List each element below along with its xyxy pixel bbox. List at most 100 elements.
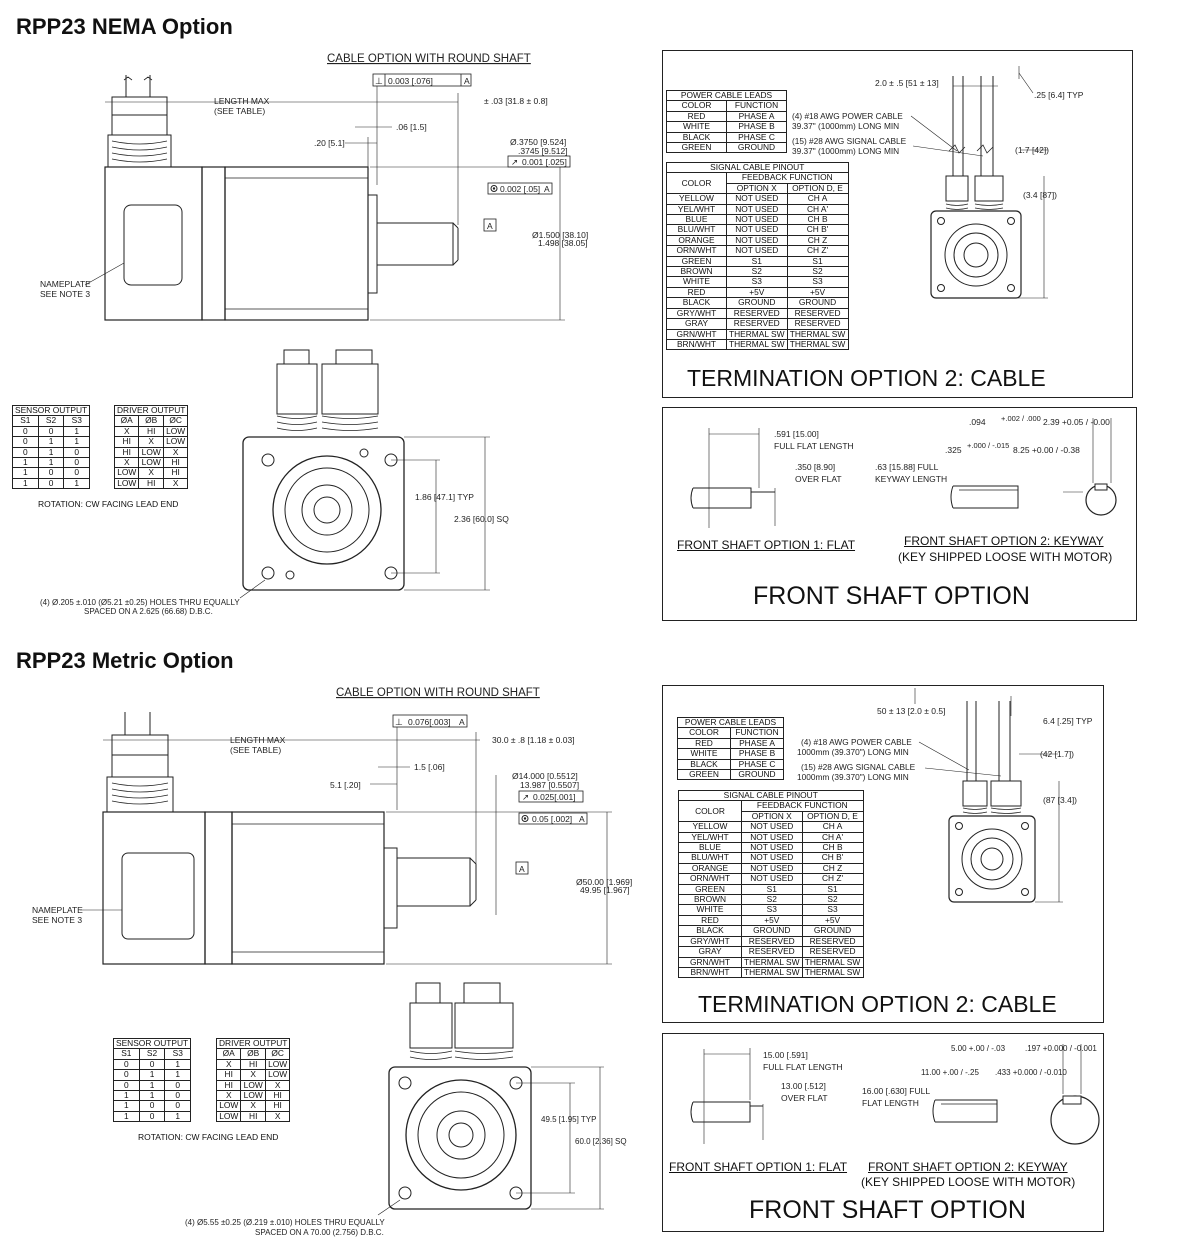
svg-text:+.000 / -.015: +.000 / -.015 [967, 441, 1009, 450]
nema-shaft-caption: FRONT SHAFT OPTION [753, 582, 1030, 610]
nema-side-view-drawing: CABLE OPTION WITH ROUND SHAFT ⊥ 0.003 [.… [40, 53, 588, 321]
svg-text:0.025[.001]: 0.025[.001] [533, 792, 576, 802]
metric-shaft-opt1: FRONT SHAFT OPTION 1: FLAT [669, 1160, 848, 1174]
svg-text:A: A [544, 184, 550, 194]
svg-text:A: A [464, 76, 470, 86]
metric-front-view-drawing: 49.5 [1.95] TYP 60.0 [2.36] SQ (4) Ø5.55… [185, 982, 627, 1237]
svg-text:(4) #18 AWG POWER CABLE: (4) #18 AWG POWER CABLE [792, 111, 903, 121]
nema-holes-note: (4) Ø.205 ±.010 (Ø5.21 ±0.25) HOLES THRU… [40, 598, 240, 607]
svg-text:↗: ↗ [511, 157, 518, 167]
svg-text:.433 +0.000 / -0.010: .433 +0.000 / -0.010 [995, 1068, 1067, 1077]
svg-text:SPACED ON A 2.625 (66.68) D.B.: SPACED ON A 2.625 (66.68) D.B.C. [84, 607, 213, 616]
svg-text:⊥: ⊥ [375, 76, 383, 86]
nema-datum-a: A [487, 221, 493, 231]
svg-text:(SEE TABLE): (SEE TABLE) [214, 106, 265, 116]
svg-text:1000mm (39.370") LONG MIN: 1000mm (39.370") LONG MIN [797, 772, 909, 782]
svg-text:39.37" (1000mm) LONG MIN: 39.37" (1000mm) LONG MIN [792, 121, 899, 131]
svg-text:.25 [6.4] TYP: .25 [6.4] TYP [1034, 90, 1084, 100]
svg-text:(4) #18 AWG POWER CABLE: (4) #18 AWG POWER CABLE [801, 737, 912, 747]
nema-rotation-note: ROTATION: CW FACING LEAD END [38, 499, 179, 509]
svg-text:KEYWAY LENGTH: KEYWAY LENGTH [875, 474, 947, 484]
nema-shaft-opt1: FRONT SHAFT OPTION 1: FLAT [677, 538, 856, 552]
svg-text:FLAT LENGTH: FLAT LENGTH [862, 1098, 919, 1108]
metric-termination-caption: TERMINATION OPTION 2: CABLE [698, 991, 1057, 1017]
svg-text:13.00 [.512]: 13.00 [.512] [781, 1081, 826, 1091]
svg-text:0.05 [.002]: 0.05 [.002] [532, 814, 572, 824]
metric-pilot-dia: Ø50.00 [1.969] [576, 877, 632, 887]
metric-shaft-caption: FRONT SHAFT OPTION [749, 1196, 1026, 1224]
svg-text:(42 [1.7]): (42 [1.7]) [1040, 749, 1074, 759]
metric-length-max: LENGTH MAX [230, 735, 286, 745]
svg-text:(3.4 [87]): (3.4 [87]) [1023, 190, 1057, 200]
svg-text:5.1 [.20]: 5.1 [.20] [330, 780, 361, 790]
nema-shaft-panel: .591 [15.00] FULL FLAT LENGTH .350 [8.90… [662, 407, 1137, 621]
svg-text:0.002 [.05]: 0.002 [.05] [500, 184, 540, 194]
svg-text:FULL FLAT LENGTH: FULL FLAT LENGTH [763, 1062, 843, 1072]
nema-bolt-circle: 1.86 [47.1] TYP [415, 492, 474, 502]
svg-text:.350 [8.90]: .350 [8.90] [795, 462, 835, 472]
svg-text:13.987 [0.5507]: 13.987 [0.5507] [520, 780, 579, 790]
metric-nameplate: NAMEPLATE [32, 905, 83, 915]
nema-front-view-drawing: 1.86 [47.1] TYP 2.36 [60.0] SQ (4) Ø.205… [40, 349, 509, 616]
nema-shaft-opt2: FRONT SHAFT OPTION 2: KEYWAY [904, 534, 1104, 548]
nema-drawing-title: CABLE OPTION WITH ROUND SHAFT [327, 53, 531, 65]
metric-shaft-drawing: 15.00 [.591] FULL FLAT LENGTH 13.00 [.51… [690, 1044, 1100, 1145]
nema-section-title: RPP23 NEMA Option [16, 14, 233, 39]
svg-text:.06 [1.5]: .06 [1.5] [396, 122, 427, 132]
nema-termination-caption: TERMINATION OPTION 2: CABLE [687, 365, 1046, 391]
svg-text:5.00 +.00 / -.03: 5.00 +.00 / -.03 [951, 1044, 1006, 1053]
svg-text:OVER FLAT: OVER FLAT [795, 474, 842, 484]
svg-text:.325: .325 [945, 445, 962, 455]
svg-text:.094: .094 [969, 417, 986, 427]
metric-rotation-note: ROTATION: CW FACING LEAD END [138, 1132, 279, 1142]
svg-text:+.002 / .000: +.002 / .000 [1001, 414, 1041, 423]
nema-shaft-drawing: .591 [15.00] FULL FLAT LENGTH .350 [8.90… [690, 414, 1117, 528]
svg-text:(87 [3.4]): (87 [3.4]) [1043, 795, 1077, 805]
nema-length-max: LENGTH MAX [214, 96, 270, 106]
svg-text:(15) #28 AWG SIGNAL CABLE: (15) #28 AWG SIGNAL CABLE [801, 762, 916, 772]
metric-holes-note: (4) Ø5.55 ±0.25 (Ø.219 ±.010) HOLES THRU… [185, 1218, 385, 1227]
svg-text:50 ± 13 [2.0 ± 0.5]: 50 ± 13 [2.0 ± 0.5] [877, 706, 945, 716]
svg-text:FULL FLAT LENGTH: FULL FLAT LENGTH [774, 441, 854, 451]
svg-text:1.5 [.06]: 1.5 [.06] [414, 762, 445, 772]
metric-side-view-drawing: CABLE OPTION WITH ROUND SHAFT ⊥ 0.076[.0… [32, 687, 632, 965]
svg-text:(SEE TABLE): (SEE TABLE) [230, 745, 281, 755]
svg-text:OVER FLAT: OVER FLAT [781, 1093, 828, 1103]
nema-square-size: 2.36 [60.0] SQ [454, 514, 509, 524]
svg-text:2.39 +0.05 / -0.00: 2.39 +0.05 / -0.00 [1043, 417, 1110, 427]
svg-text:1.498 [38.05]: 1.498 [38.05] [538, 238, 588, 248]
metric-shaft-dia: Ø14.000 [0.5512] [512, 771, 578, 781]
metric-datum-a: A [519, 864, 525, 874]
svg-text:SEE NOTE 3: SEE NOTE 3 [40, 289, 90, 299]
svg-text:.3745 [9.512]: .3745 [9.512] [518, 146, 568, 156]
svg-text:.20 [5.1]: .20 [5.1] [314, 138, 345, 148]
metric-drawing-title: CABLE OPTION WITH ROUND SHAFT [336, 687, 540, 699]
svg-text:1000mm (39.370") LONG MIN: 1000mm (39.370") LONG MIN [797, 747, 909, 757]
metric-section-title: RPP23 Metric Option [16, 648, 234, 673]
nema-shaft-dia: Ø.3750 [9.524] [510, 137, 566, 147]
nema-perp-tol: 0.003 [.076] [388, 76, 433, 86]
svg-text:39.37" (1000mm) LONG MIN: 39.37" (1000mm) LONG MIN [792, 146, 899, 156]
svg-text:(15) #28 AWG SIGNAL CABLE: (15) #28 AWG SIGNAL CABLE [792, 136, 907, 146]
svg-text:.63 [15.88] FULL: .63 [15.88] FULL [875, 462, 939, 472]
metric-shaft-panel: 15.00 [.591] FULL FLAT LENGTH 13.00 [.51… [662, 1033, 1104, 1232]
svg-text:11.00 +.00 / -.25: 11.00 +.00 / -.25 [921, 1068, 979, 1077]
svg-text:2.0 ± .5 [51 ± 13]: 2.0 ± .5 [51 ± 13] [875, 78, 939, 88]
svg-text:8.25 +0.00 / -0.38: 8.25 +0.00 / -0.38 [1013, 445, 1080, 455]
svg-text:A: A [459, 717, 465, 727]
nema-nameplate: NAMEPLATE [40, 279, 91, 289]
svg-text:↗: ↗ [522, 792, 529, 802]
svg-text:49.95 [1.967]: 49.95 [1.967] [580, 885, 630, 895]
nema-pilot-dia: Ø1.500 [38.10] [532, 230, 588, 240]
svg-text:A: A [579, 814, 585, 824]
